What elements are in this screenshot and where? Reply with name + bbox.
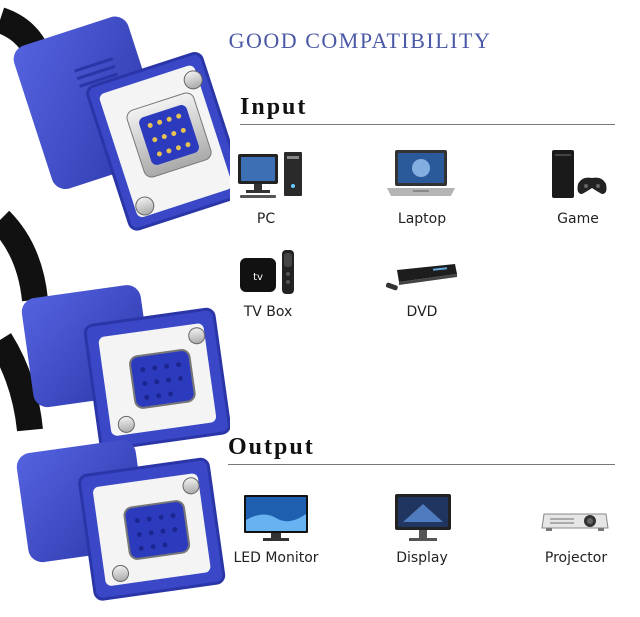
projector-icon [541,513,609,531]
input-heading: Input [240,94,308,120]
display-icon [395,494,451,541]
device-label-projector: Projector [544,550,608,566]
tv-box-icon: tv [240,250,294,294]
laptop-icon [387,150,455,196]
device-label-pc: PC [256,211,276,227]
input-divider [240,124,615,125]
dvd-player-icon [385,264,457,291]
tv-box-badge: tv [253,272,263,283]
device-label-tv-box: TV Box [243,304,293,320]
page-title: GOOD COMPATIBILITY [228,28,492,53]
vga-female-connector-top [21,285,230,451]
output-heading: Output [228,434,315,460]
vga-female-connector-bottom [16,440,226,601]
game-console-icon [552,150,607,198]
led-monitor-icon [244,495,308,541]
device-label-display: Display [396,550,448,566]
device-label-dvd: DVD [406,304,438,320]
device-label-laptop: Laptop [397,211,447,227]
pc-icon [238,152,302,198]
output-divider [228,464,615,465]
device-label-led-monitor: LED Monitor [233,550,319,566]
vga-male-connector [13,16,230,231]
vga-cable-illustration [0,7,230,601]
device-label-game: Game [557,211,599,227]
